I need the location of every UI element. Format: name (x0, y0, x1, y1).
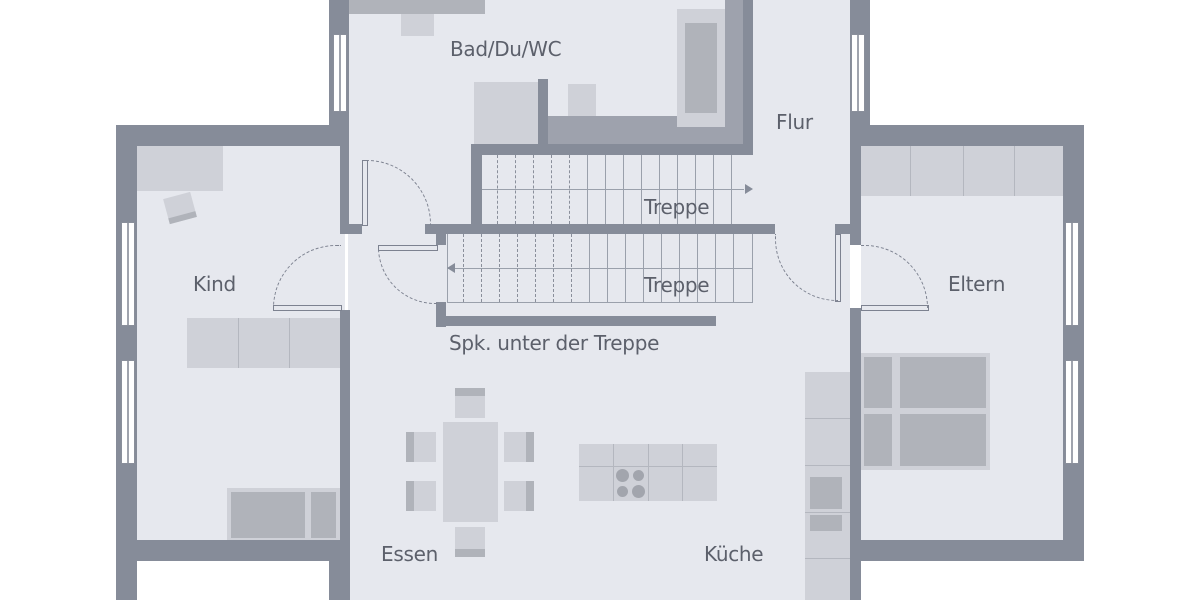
window-flur-right (851, 34, 865, 112)
wall-eltern-bottom (850, 540, 1084, 561)
wall-kind-right-upper (340, 112, 349, 234)
chair-top (455, 388, 485, 418)
room-label-eltern: Eltern (948, 272, 1006, 296)
wall-kind-bottom (116, 540, 348, 561)
wall-spk-bottom (436, 316, 716, 326)
kind-desk (137, 146, 223, 191)
stair-down-arrow-icon (447, 263, 455, 273)
room-label-treppe-up: Treppe (644, 195, 710, 219)
toilet (474, 82, 538, 145)
room-label-flur: Flur (776, 110, 813, 134)
room-label-kind: Kind (193, 272, 236, 296)
stair-up-arrow-icon (745, 184, 753, 194)
chair-right-top (504, 432, 534, 462)
window-kind-lower (121, 360, 135, 464)
bathtub (685, 23, 717, 113)
wall-eltern-window-mullion (1063, 326, 1084, 360)
wall-bath-door-jamb (340, 224, 362, 234)
wall-bath-bottom (471, 144, 753, 155)
wall-kind-right-lower (340, 310, 350, 600)
kitchen-island (579, 444, 717, 501)
chair-right-bottom (504, 481, 534, 511)
bidet (568, 84, 596, 116)
floor-eltern (861, 145, 1064, 540)
wall-bath-right (743, 0, 753, 155)
oven (810, 477, 842, 509)
bath-wall-inner (725, 0, 743, 144)
wall-left-bath-stub (329, 545, 349, 600)
room-label-spk: Spk. unter der Treppe (449, 331, 660, 355)
washbasin (401, 14, 434, 36)
eltern-nightstand-top (864, 357, 892, 408)
dining-table (443, 422, 498, 522)
stair-upper-run (482, 155, 753, 224)
bath-top-counter (349, 0, 485, 14)
window-eltern-upper (1065, 222, 1079, 326)
wall-eltern-left-lower (850, 308, 861, 600)
chair-left-top (406, 432, 436, 462)
eltern-bed-left (900, 357, 986, 408)
chair-bottom (455, 527, 485, 557)
eltern-bed-right (900, 414, 986, 466)
wall-stair-middle (425, 224, 775, 234)
wall-flur-door-jamb (835, 224, 850, 234)
wall-spk-left (436, 302, 446, 327)
window-eltern-lower (1065, 360, 1079, 464)
window-kind-upper (121, 222, 135, 326)
room-label-essen: Essen (381, 542, 438, 566)
room-label-treppe-down: Treppe (644, 273, 710, 297)
wall-stair-lower-left-stub (436, 224, 446, 245)
kind-wardrobe (187, 318, 340, 368)
eltern-nightstand-bottom (864, 414, 892, 466)
wall-eltern-top (850, 125, 1084, 146)
wall-kind-window-mullion (116, 326, 137, 360)
microwave (810, 515, 842, 531)
wall-bath-partition (538, 79, 548, 145)
room-label-bad: Bad/Du/WC (450, 37, 562, 61)
kind-nightstand (311, 492, 336, 538)
eltern-wardrobe (861, 146, 1063, 196)
room-label-kueche: Küche (704, 542, 764, 566)
window-bath-left (333, 34, 347, 112)
chair-left-bottom (406, 481, 436, 511)
cooktop-icon (614, 467, 648, 501)
wall-stair-left (471, 144, 482, 224)
kind-bed (231, 492, 305, 538)
wall-kind-top (116, 125, 348, 146)
